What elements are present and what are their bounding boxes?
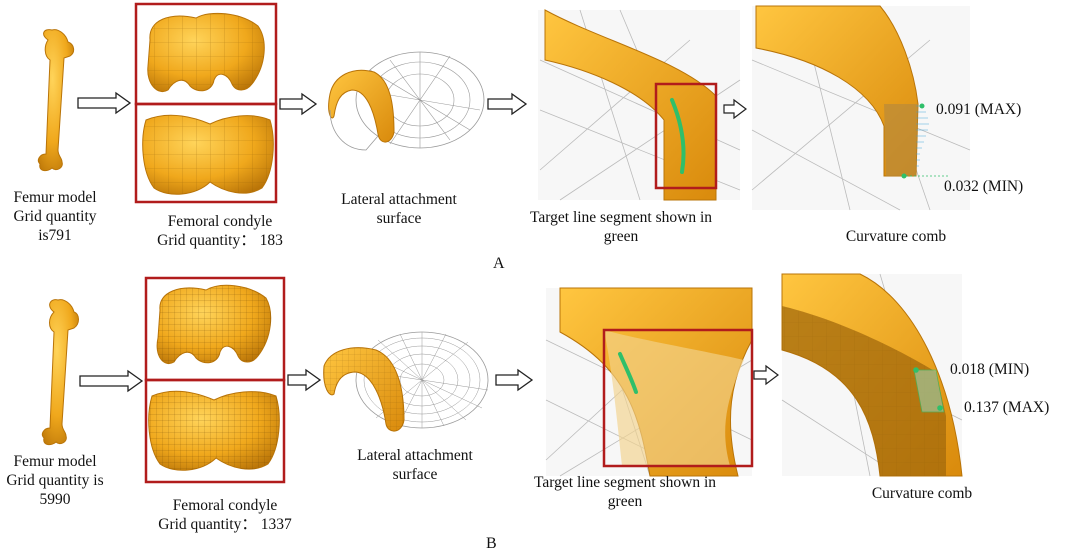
- femur-model-b: [41, 299, 79, 446]
- arrow-a-1: [77, 91, 132, 115]
- comb-min-a: 0.032 (MIN): [944, 178, 1024, 195]
- lateral-surface-a: [328, 51, 485, 151]
- target-line-b: [545, 287, 754, 477]
- femur-label-b-line-3: 5990: [39, 491, 71, 508]
- arrow-b-3: [495, 368, 534, 392]
- condyle-label-a-line-1: Femoral condyle: [167, 213, 273, 230]
- surface-label-a-line-1: Lateral attachment: [341, 191, 457, 208]
- femur-label-b-line-1: Femur model: [13, 453, 97, 470]
- femur-model-a: [37, 29, 75, 172]
- target-label-b: Target line segment shown in green: [520, 473, 730, 511]
- condyle-label-a-line-2: Grid quantity： 183: [157, 232, 283, 249]
- target-label-a-line-1: Target line segment shown in: [529, 209, 712, 226]
- comb-label-a: Curvature comb: [845, 228, 947, 245]
- target-label-b-line-2: green: [607, 493, 643, 510]
- target-label-b-line-1: Target line segment shown in: [533, 474, 716, 491]
- curvature-comb-a: [751, 5, 971, 211]
- condyle-label-a: Femoral condyle Grid quantity： 183: [140, 212, 300, 250]
- surface-label-a: Lateral attachment surface: [334, 190, 464, 228]
- target-label-a: Target line segment shown in green: [516, 208, 726, 246]
- panel-letter-a: A: [493, 255, 505, 272]
- femoral-condyle-a: [134, 2, 278, 204]
- surface-label-a-line-2: surface: [376, 210, 422, 227]
- femur-label-a-line-3: is791: [38, 227, 72, 244]
- comb-min-b: 0.018 (MIN): [950, 361, 1030, 378]
- lateral-surface-b: [323, 331, 489, 432]
- surface-label-b-line-1: Lateral attachment: [357, 447, 473, 464]
- arrow-a-4: [723, 98, 747, 120]
- femur-label-b-line-2: Grid quantity is: [6, 472, 104, 489]
- comb-max-a: 0.091 (MAX): [936, 101, 1022, 118]
- femur-label-a: Femur model Grid quantity is791: [0, 188, 110, 245]
- surface-label-b-line-2: surface: [392, 466, 438, 483]
- surface-label-b: Lateral attachment surface: [350, 446, 480, 484]
- arrow-b-4: [753, 364, 779, 386]
- condyle-label-b-line-1: Femoral condyle: [172, 497, 278, 514]
- comb-label-b: Curvature comb: [871, 485, 973, 502]
- femoral-condyle-b: [144, 276, 286, 484]
- target-line-a: [538, 9, 741, 201]
- comb-max-b: 0.137 (MAX): [964, 399, 1050, 416]
- femur-label-a-line-2: Grid quantity: [13, 208, 97, 225]
- target-label-a-line-2: green: [603, 228, 639, 245]
- arrow-a-3: [487, 92, 528, 116]
- condyle-label-b: Femoral condyle Grid quantity： 1337: [140, 496, 310, 534]
- arrow-b-2: [287, 368, 322, 392]
- arrow-b-1: [79, 369, 144, 393]
- curvature-comb-b: [781, 273, 963, 477]
- panel-letter-b: B: [486, 535, 497, 552]
- femur-label-a-line-1: Femur model: [13, 189, 97, 206]
- femur-label-b: Femur model Grid quantity is 5990: [0, 452, 110, 509]
- condyle-label-b-line-2: Grid quantity： 1337: [158, 516, 292, 533]
- arrow-a-2: [279, 92, 318, 116]
